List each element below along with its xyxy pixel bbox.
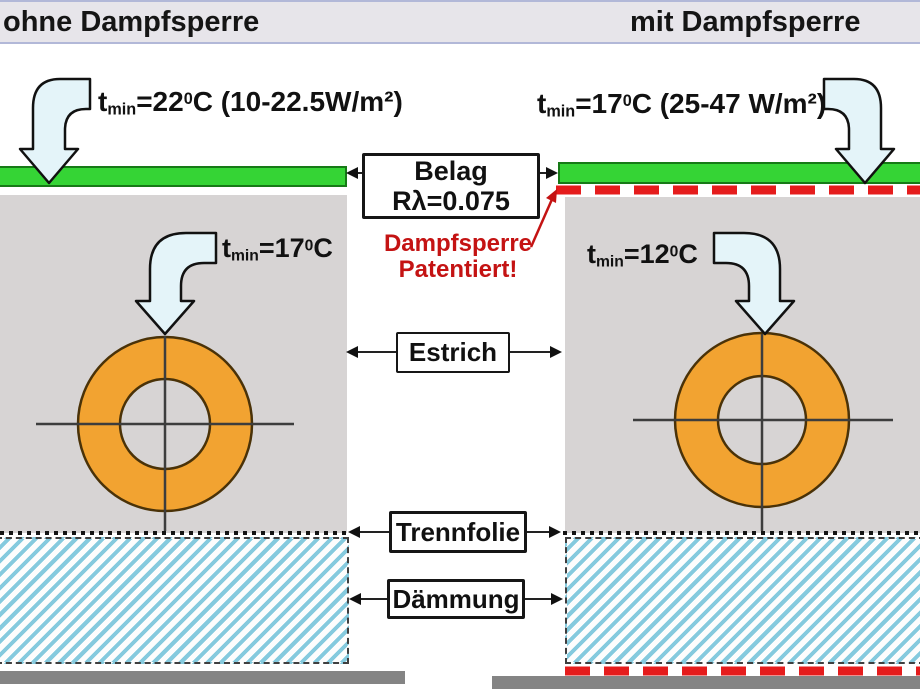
daemmung-label: Dämmung <box>392 583 520 614</box>
belag-label-box: Belag Rλ=0.075 <box>362 153 540 219</box>
daemmung-arrow-right-head <box>551 593 563 605</box>
estrich-temp-label-left: tmin=170C <box>222 233 333 265</box>
belag-layer-right <box>558 162 920 184</box>
estrich-temp-label-right: tmin=120C <box>587 239 698 271</box>
belag-label-line1: Belag <box>414 156 488 186</box>
estrich-arrow-left-head <box>346 346 358 358</box>
base-slab-right <box>492 676 920 689</box>
surface-temp-label-left: tmin=220C (10-22.5W/m²) <box>98 86 403 119</box>
daemmung-label-box: Dämmung <box>387 579 525 619</box>
surface-temp-label-right: tmin=170C (25-47 W/m²) <box>537 88 827 121</box>
dampfsperre-annotation: Dampfsperre Patentiert! <box>368 231 548 283</box>
annotation-arrow-head <box>546 189 557 203</box>
daemmung-arrow-left-head <box>349 593 361 605</box>
trennfolie-arrow-left-head <box>348 526 360 538</box>
estrich-label-box: Estrich <box>396 332 510 373</box>
estrich-arrow-right-head <box>550 346 562 358</box>
daemmung-layer-right <box>565 537 920 664</box>
belag-arrow-left-head <box>346 167 358 179</box>
belag-layer-left <box>0 166 347 187</box>
title-bar: ohne Dampfsperre mit Dampfsperre <box>0 0 920 44</box>
base-slab-left <box>0 671 405 684</box>
daemmung-layer-left <box>0 537 349 664</box>
trennfolie-label-box: Trennfolie <box>389 511 527 553</box>
annotation-line2: Patentiert! <box>398 256 518 283</box>
title-left: ohne Dampfsperre <box>3 6 260 38</box>
annotation-line1: Dampfsperre <box>383 230 533 257</box>
trennfolie-label: Trennfolie <box>395 516 521 547</box>
trennfolie-arrow-right-head <box>549 526 561 538</box>
title-right: mit Dampfsperre <box>630 6 861 38</box>
belag-arrow-right-head <box>546 167 558 179</box>
estrich-label: Estrich <box>408 337 498 367</box>
belag-label-line2: Rλ=0.075 <box>392 186 510 216</box>
